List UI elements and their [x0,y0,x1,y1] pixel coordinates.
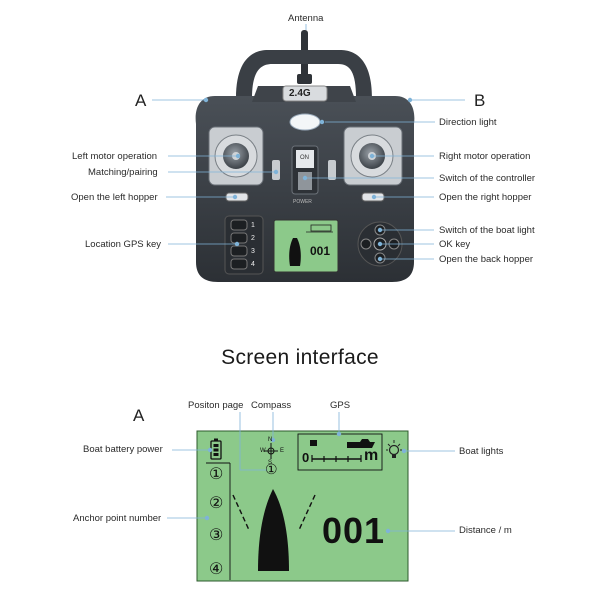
label-switch-controller: Switch of the controller [439,173,536,184]
mini-lcd [273,219,339,273]
gps-key-num-2: 2 [251,235,255,242]
label-anchor-point: Anchor point number [73,513,162,524]
gps-key-1[interactable] [230,219,248,231]
gps-key-2[interactable] [230,232,248,244]
gps-scale-unit: m [364,447,379,464]
label-location-gps-key: Location GPS key [85,239,162,250]
anchor-4: ④ [209,561,224,578]
compass-n: N [268,437,273,443]
power-text: POWER [293,199,312,205]
position-page-marker: ① [265,461,278,477]
label-boat-lights: Boat lights [459,446,504,457]
gps-indicator [297,433,383,471]
right-small-switch[interactable] [328,160,336,180]
power-switch[interactable] [291,145,319,195]
right-heading-line [298,494,316,531]
mini-lcd-distance: 001 [310,244,331,258]
label-distance: Distance / m [459,525,512,536]
switch-on-text: ON [300,155,309,161]
gps-key-4[interactable] [230,258,248,270]
label-ok-key: OK key [439,239,471,250]
gps-key-num-3: 3 [251,248,255,255]
screen-label-side-a: A [133,406,145,425]
label-switch-boat-light: Switch of the boat light [439,225,535,236]
frequency-badge [282,85,328,102]
compass-w: W [260,448,266,454]
left-pad-button[interactable] [360,238,372,250]
distance-value: 001 [322,510,386,551]
controller-handle [236,50,372,98]
label-side-a: A [135,91,147,110]
gps-key-num-4: 4 [251,261,255,268]
compass-s: S [268,460,273,466]
lcd-screen [196,430,409,582]
label-side-b: B [474,91,486,110]
anchor-2: ② [209,495,224,512]
label-boat-battery: Boat battery power [83,444,163,455]
controller-leader-lines [152,24,465,262]
gps-key-num-1: 1 [251,222,255,229]
gps-key-panel [224,215,264,275]
boat-light-icon [386,440,402,458]
anchor-3: ③ [209,527,224,544]
label-open-left-hopper: Open the left hopper [71,192,158,203]
gps-key-3[interactable] [230,245,248,257]
gps-scale-start: 0 [302,450,310,465]
left-heading-line [232,494,250,531]
label-open-back-hopper: Open the back hopper [439,254,534,265]
compass-e: E [280,448,285,454]
screen-interface-title: Screen interface [221,346,379,369]
label-right-motor: Right motor operation [439,151,531,162]
label-gps: GPS [330,400,351,411]
label-position-page: Positon page [188,400,244,411]
screen-leader-lines [167,412,455,534]
direction-light [289,113,321,131]
boat-silhouette [258,489,289,571]
label-compass: Compass [251,400,292,411]
anchor-1: ① [209,466,224,483]
frequency-badge-text: 2.4G [289,88,311,99]
compass-icon [264,443,278,459]
label-left-motor: Left motor operation [72,151,158,162]
label-direction-light: Direction light [439,117,497,128]
label-matching: Matching/pairing [88,167,158,178]
label-antenna: Antenna [288,13,324,24]
label-open-right-hopper: Open the right hopper [439,192,532,203]
